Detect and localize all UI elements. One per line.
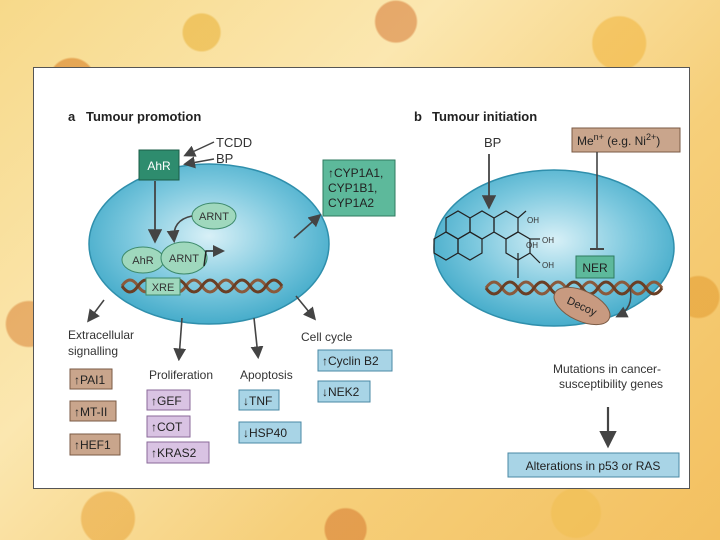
decoy-arrow	[615, 287, 632, 318]
gene-box-tnf	[238, 389, 280, 411]
panel-a-letter: a	[68, 109, 76, 124]
cyp-line-1: ↑CYP1A1,	[328, 166, 383, 180]
gene-box-gef	[146, 389, 191, 411]
cellcycle-arrow	[295, 295, 317, 321]
bp-label-b: BP	[484, 135, 501, 150]
ahr-box	[138, 149, 180, 181]
mutations-text-2: susceptibility genes	[559, 377, 663, 391]
metal-sup: n+	[594, 132, 604, 142]
metal-main: Me	[577, 134, 594, 148]
gene-box-nek2	[317, 380, 371, 403]
gene-box-hef1	[69, 433, 121, 456]
tcdd-arrow	[183, 141, 215, 157]
gene-hef1: ↑HEF1	[74, 438, 111, 452]
metal-label: Men+ (e.g. Ni2+)	[577, 132, 660, 148]
gene-mtii: ↑MT-II	[74, 405, 107, 419]
alterations-box	[507, 452, 680, 478]
cell-b	[433, 169, 675, 327]
alterations-label: Alterations in p53 or RAS	[526, 459, 661, 473]
cyp-line-3: CYP1A2	[328, 196, 374, 210]
extracellular-label-1: Extracellular	[68, 328, 134, 342]
oh-label-2: OH	[542, 236, 554, 245]
arnt-free-label: ARNT	[199, 211, 229, 223]
complex-arnt-label: ARNT	[169, 253, 199, 265]
apoptosis-label: Apoptosis	[240, 368, 293, 382]
gene-hsp40: ↓HSP40	[243, 426, 287, 440]
gene-pai1: ↑PAI1	[74, 373, 105, 387]
figure-panel: a Tumour promotion TCDD BP AhR ARNT AhR …	[33, 67, 690, 489]
panel-b-title: Tumour initiation	[432, 109, 537, 124]
ner-box	[575, 255, 615, 279]
ner-label: NER	[582, 261, 608, 275]
gene-box-kras2	[146, 441, 210, 464]
metal-rest: (e.g. Ni	[604, 134, 646, 148]
panel-b-letter: b	[414, 109, 422, 124]
gene-cyclinb2: ↑Cyclin B2	[322, 354, 379, 368]
extracellular-label-2: signalling	[68, 344, 118, 358]
bp-arrow	[183, 156, 215, 169]
complex-arnt	[160, 241, 208, 275]
metal-box	[571, 127, 681, 153]
gene-nek2: ↓NEK2	[322, 385, 360, 399]
arnt-arrow	[166, 215, 193, 244]
ahr-label: AhR	[147, 159, 171, 173]
apoptosis-arrow	[250, 317, 264, 360]
proliferation-arrow	[173, 317, 187, 362]
panel-a-title: Tumour promotion	[86, 109, 201, 124]
gene-kras2: ↑KRAS2	[151, 446, 197, 460]
oh-label-1: OH	[527, 216, 539, 225]
bp-dna-adduct-molecule	[433, 210, 541, 278]
gene-box-mtii	[69, 400, 117, 422]
figure-svg: a Tumour promotion TCDD BP AhR ARNT AhR …	[68, 109, 681, 478]
ligand-tcdd: TCDD	[216, 135, 252, 150]
gene-box-pai1	[69, 368, 113, 390]
cell-a	[88, 163, 330, 325]
gene-box-cyclinb2	[317, 349, 393, 372]
xre-label: XRE	[152, 282, 175, 294]
proliferation-label: Proliferation	[149, 368, 213, 382]
transcription-arrow	[203, 245, 225, 267]
metal-sup2: 2+	[646, 132, 656, 142]
gene-box-cot	[146, 415, 191, 438]
complex-ahr-label: AhR	[132, 255, 153, 267]
cyp-line-2: CYP1B1,	[328, 181, 377, 195]
cellcycle-label: Cell cycle	[301, 330, 353, 344]
decoy-ellipse	[553, 286, 611, 326]
ligand-bp: BP	[216, 151, 233, 166]
oh-label-3: OH	[542, 261, 554, 270]
extracellular-arrow	[87, 299, 105, 323]
gene-cot: ↑COT	[151, 420, 183, 434]
gene-gef: ↑GEF	[151, 394, 182, 408]
mutations-text-1: Mutations in cancer-	[553, 362, 661, 376]
oh-label-4: OH	[526, 241, 538, 250]
gene-box-hsp40	[238, 421, 302, 444]
gene-tnf: ↓TNF	[243, 394, 272, 408]
cyp-arrow	[293, 213, 322, 239]
cyp-box	[322, 159, 396, 217]
metal-end: )	[656, 134, 660, 148]
xre-box	[145, 277, 181, 296]
